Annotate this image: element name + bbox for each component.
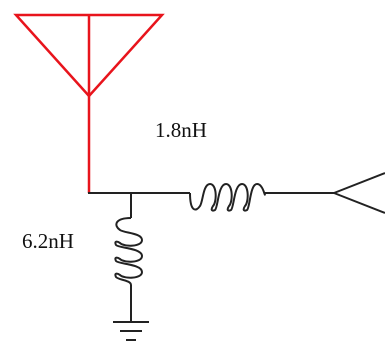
shunt-inductor-icon [114, 217, 144, 286]
wires [88, 192, 334, 322]
antenna-symbol [13, 13, 165, 193]
ground-symbol [113, 321, 149, 341]
port-arrow [333, 172, 385, 214]
series-inductor-icon [189, 182, 266, 212]
shunt-inductor-value: 6.2nH [22, 229, 74, 253]
port-arrow-lower [333, 192, 385, 214]
port-arrow-upper [333, 172, 385, 194]
series-inductor-value: 1.8nH [155, 118, 207, 142]
